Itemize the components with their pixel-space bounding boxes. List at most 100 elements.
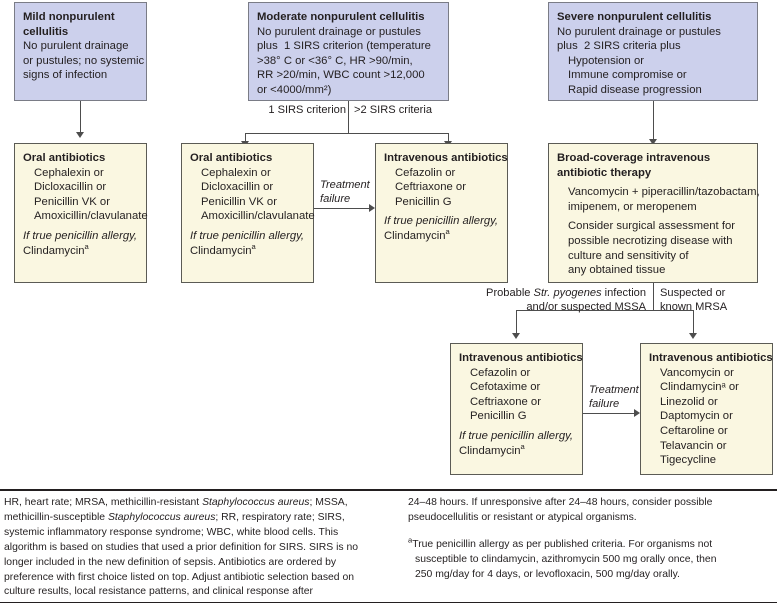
severity-box-moderate: Moderate nonpurulent cellulitis No purul… xyxy=(248,2,449,101)
connector-mild-arrowhead xyxy=(76,132,84,138)
treatment-box-iv-mrsa-drug-2: Clindamycinᵃ or xyxy=(660,381,739,394)
connector-treatment-failure-horizontal-2 xyxy=(583,413,634,414)
treatment-box-oral-mild-allergy-note: If true penicillin allergy, xyxy=(23,229,138,242)
treatment-box-iv-moderate-drug-1: Cefazolin or xyxy=(395,166,456,179)
footer-left-line-7: culture results, local resistance patter… xyxy=(4,586,313,598)
footnote-marker-a: a xyxy=(445,227,450,237)
footer-bottom-rule xyxy=(0,602,777,604)
branch-label-pyogenes-line1: Probable Str. pyogenes infection xyxy=(486,287,646,299)
treatment-box-broad-coverage-group2-2: possible necrotizing disease with xyxy=(568,234,733,247)
connector-moderate-crossbar xyxy=(245,133,449,134)
treatment-box-broad-coverage-group2-4: any obtained tissue xyxy=(568,264,666,277)
treatment-box-iv-mssa-drug-1: Cefazolin or xyxy=(470,366,531,379)
footnote-marker-a: a xyxy=(520,441,525,451)
severity-box-mild-line-2: or pustules; no systemic xyxy=(23,54,145,67)
connector-moderate-left-drop xyxy=(245,133,246,143)
severity-box-moderate-line-5: or <4000/mm²) xyxy=(257,83,332,96)
branch-label-pyogenes-line2: and/or suspected MSSA xyxy=(526,301,646,313)
branch-label-one-sirs: 1 SIRS criterion xyxy=(268,104,346,116)
footer-top-rule xyxy=(0,489,777,491)
treatment-box-oral-moderate-drug-2: Dicloxacillin or xyxy=(201,181,274,194)
pathogen-name-italic: Str. pyogenes xyxy=(533,287,602,299)
footer-left-line-5: longer included in the new definition of… xyxy=(4,556,337,568)
connector-broad-stem xyxy=(653,283,654,311)
branch-label-mrsa-line1: Suspected or xyxy=(660,287,726,299)
footer-left-line-2: methicillin-susceptible Staphylococcus a… xyxy=(4,511,345,523)
treatment-box-iv-moderate-drug-2: Ceftriaxone or xyxy=(395,181,466,194)
connector-treatment-failure-arrowhead-2 xyxy=(634,409,640,417)
treatment-box-iv-mrsa-drug-7: Tigecycline xyxy=(660,454,717,467)
treatment-box-oral-moderate-drug-4: Amoxicillin/clavulanate xyxy=(201,210,315,223)
connector-broad-left-arrowhead xyxy=(512,333,520,339)
treatment-box-iv-mrsa-drug-1: Vancomycin or xyxy=(660,366,734,379)
treatment-box-oral-mild-allergy-drug: Clindamycina xyxy=(23,241,89,257)
treatment-box-oral-moderate: Oral antibiotics Cephalexin or Dicloxaci… xyxy=(181,143,315,283)
treatment-box-iv-moderate: Intravenous antibiotics Cefazolin or Cef… xyxy=(375,143,508,283)
treatment-box-iv-moderate-heading: Intravenous antibiotics xyxy=(384,152,508,164)
treatment-box-broad-coverage-group2-1: Consider surgical assessment for xyxy=(568,220,736,233)
connector-broad-right-drop xyxy=(693,310,694,335)
treatment-box-iv-mssa-drug-2: Cefotaxime or xyxy=(470,381,541,394)
severity-box-moderate-line-2: plus 1 SIRS criterion (temperature xyxy=(257,40,431,53)
footer-right-p2-line-1: aTrue penicillin allergy as per publishe… xyxy=(408,535,713,550)
treatment-box-iv-mrsa-heading: Intravenous antibiotics xyxy=(649,352,773,364)
treatment-box-iv-moderate-drug-3: Penicillin G xyxy=(395,195,452,208)
footer-right-p2-line-3: 250 mg/day for 4 days, or levofloxacin, … xyxy=(415,568,680,580)
treatment-box-iv-mssa-heading: Intravenous antibiotics xyxy=(459,352,583,364)
treatment-box-iv-mrsa-drug-3: Linezolid or xyxy=(660,395,718,408)
treatment-box-broad-coverage-heading: Broad-coverage intravenous antibiotic th… xyxy=(557,152,711,179)
treatment-box-oral-moderate-allergy-drug: Clindamycina xyxy=(190,241,256,257)
connector-severe-arrowhead xyxy=(649,139,657,145)
severity-box-severe-sub-1: Hypotension or xyxy=(568,54,644,67)
connector-treatment-failure-arrowhead-1 xyxy=(369,204,375,212)
footer-right-p1-line-1: 24–48 hours. If unresponsive after 24–48… xyxy=(408,497,713,508)
treatment-box-oral-mild-drug-4: Amoxicillin/clavulanate xyxy=(34,210,148,223)
edge-label-treatment-failure-2-line1: Treatment xyxy=(589,384,639,396)
footer-left-line-3: systemic inflammatory response syndrome;… xyxy=(4,526,339,538)
treatment-box-iv-mssa-allergy-drug: Clindamycina xyxy=(459,441,525,457)
severity-box-mild-heading: Mild nonpurulent cellulitis xyxy=(23,11,115,38)
edge-label-treatment-failure-1-line2: failure xyxy=(320,193,351,205)
treatment-box-broad-coverage-group2-3: culture and sensitivity of xyxy=(568,249,689,262)
treatment-box-oral-moderate-heading: Oral antibiotics xyxy=(190,152,273,164)
footnote-marker-a: a xyxy=(408,535,413,545)
treatment-box-oral-mild-drug-2: Dicloxacillin or xyxy=(34,181,107,194)
severity-box-moderate-line-3: >38° C or <36° C, HR >90/min, xyxy=(257,54,413,67)
treatment-box-iv-moderate-allergy-drug: Clindamycina xyxy=(384,227,450,242)
treatment-box-iv-mssa: Intravenous antibiotics Cefazolin or Cef… xyxy=(450,343,583,475)
footnote-marker-a: a xyxy=(84,241,89,251)
severity-box-mild-line-3: signs of infection xyxy=(23,69,108,82)
footer-left-column: HR, heart rate; MRSA, methicillin-resist… xyxy=(4,496,394,600)
footer-right-p2-line-2: susceptible to clindamycin, azithromycin… xyxy=(415,553,717,565)
footer-left-line-1: HR, heart rate; MRSA, methicillin-resist… xyxy=(4,497,348,508)
treatment-box-iv-moderate-allergy-note: If true penicillin allergy, xyxy=(384,215,499,228)
connector-severe-vertical xyxy=(653,101,654,141)
footer-right-column: 24–48 hours. If unresponsive after 24–48… xyxy=(408,496,773,583)
treatment-box-oral-mild: Oral antibiotics Cephalexin or Dicloxaci… xyxy=(14,143,148,283)
treatment-box-iv-mrsa-drug-4: Daptomycin or xyxy=(660,410,733,423)
severity-box-mild: Mild nonpurulent cellulitis No purulent … xyxy=(14,2,147,101)
footer-paragraph-spacer xyxy=(408,526,773,538)
severity-box-mild-line-1: No purulent drainage xyxy=(23,40,129,53)
treatment-box-oral-mild-heading: Oral antibiotics xyxy=(23,152,106,164)
treatment-box-iv-mssa-allergy-note: If true penicillin allergy, xyxy=(459,429,574,442)
connector-broad-left-drop xyxy=(516,310,517,335)
footer-left-line-4: algorithm is based on studies that used … xyxy=(4,541,359,553)
severity-box-severe-sub-2: Immune compromise or xyxy=(568,69,687,82)
treatment-box-oral-mild-drug-1: Cephalexin or xyxy=(34,166,104,179)
severity-box-severe-heading: Severe nonpurulent cellulitis xyxy=(557,11,712,23)
branch-label-mrsa-line2: known MRSA xyxy=(660,301,728,313)
footer-right-p1-line-2: pseudocellulitis or resistant or atypica… xyxy=(408,511,637,523)
treatment-box-iv-mrsa: Intravenous antibiotics Vancomycin or Cl… xyxy=(640,343,773,475)
treatment-box-broad-coverage: Broad-coverage intravenous antibiotic th… xyxy=(548,143,760,283)
treatment-box-iv-mssa-drug-4: Penicillin G xyxy=(470,410,527,423)
severity-box-severe: Severe nonpurulent cellulitis No purulen… xyxy=(548,2,758,101)
edge-label-treatment-failure-1-line1: Treatment xyxy=(320,179,370,191)
connector-broad-right-arrowhead xyxy=(689,333,697,339)
severity-box-severe-line-2: plus 2 SIRS criteria plus xyxy=(557,40,681,53)
severity-box-moderate-heading: Moderate nonpurulent cellulitis xyxy=(257,11,425,23)
severity-box-moderate-line-1: No purulent drainage or pustules xyxy=(257,25,421,38)
treatment-box-broad-coverage-group1-1: Vancomycin + piperacillin/tazobactam, xyxy=(568,186,760,199)
branch-label-two-sirs: >2 SIRS criteria xyxy=(354,104,432,116)
